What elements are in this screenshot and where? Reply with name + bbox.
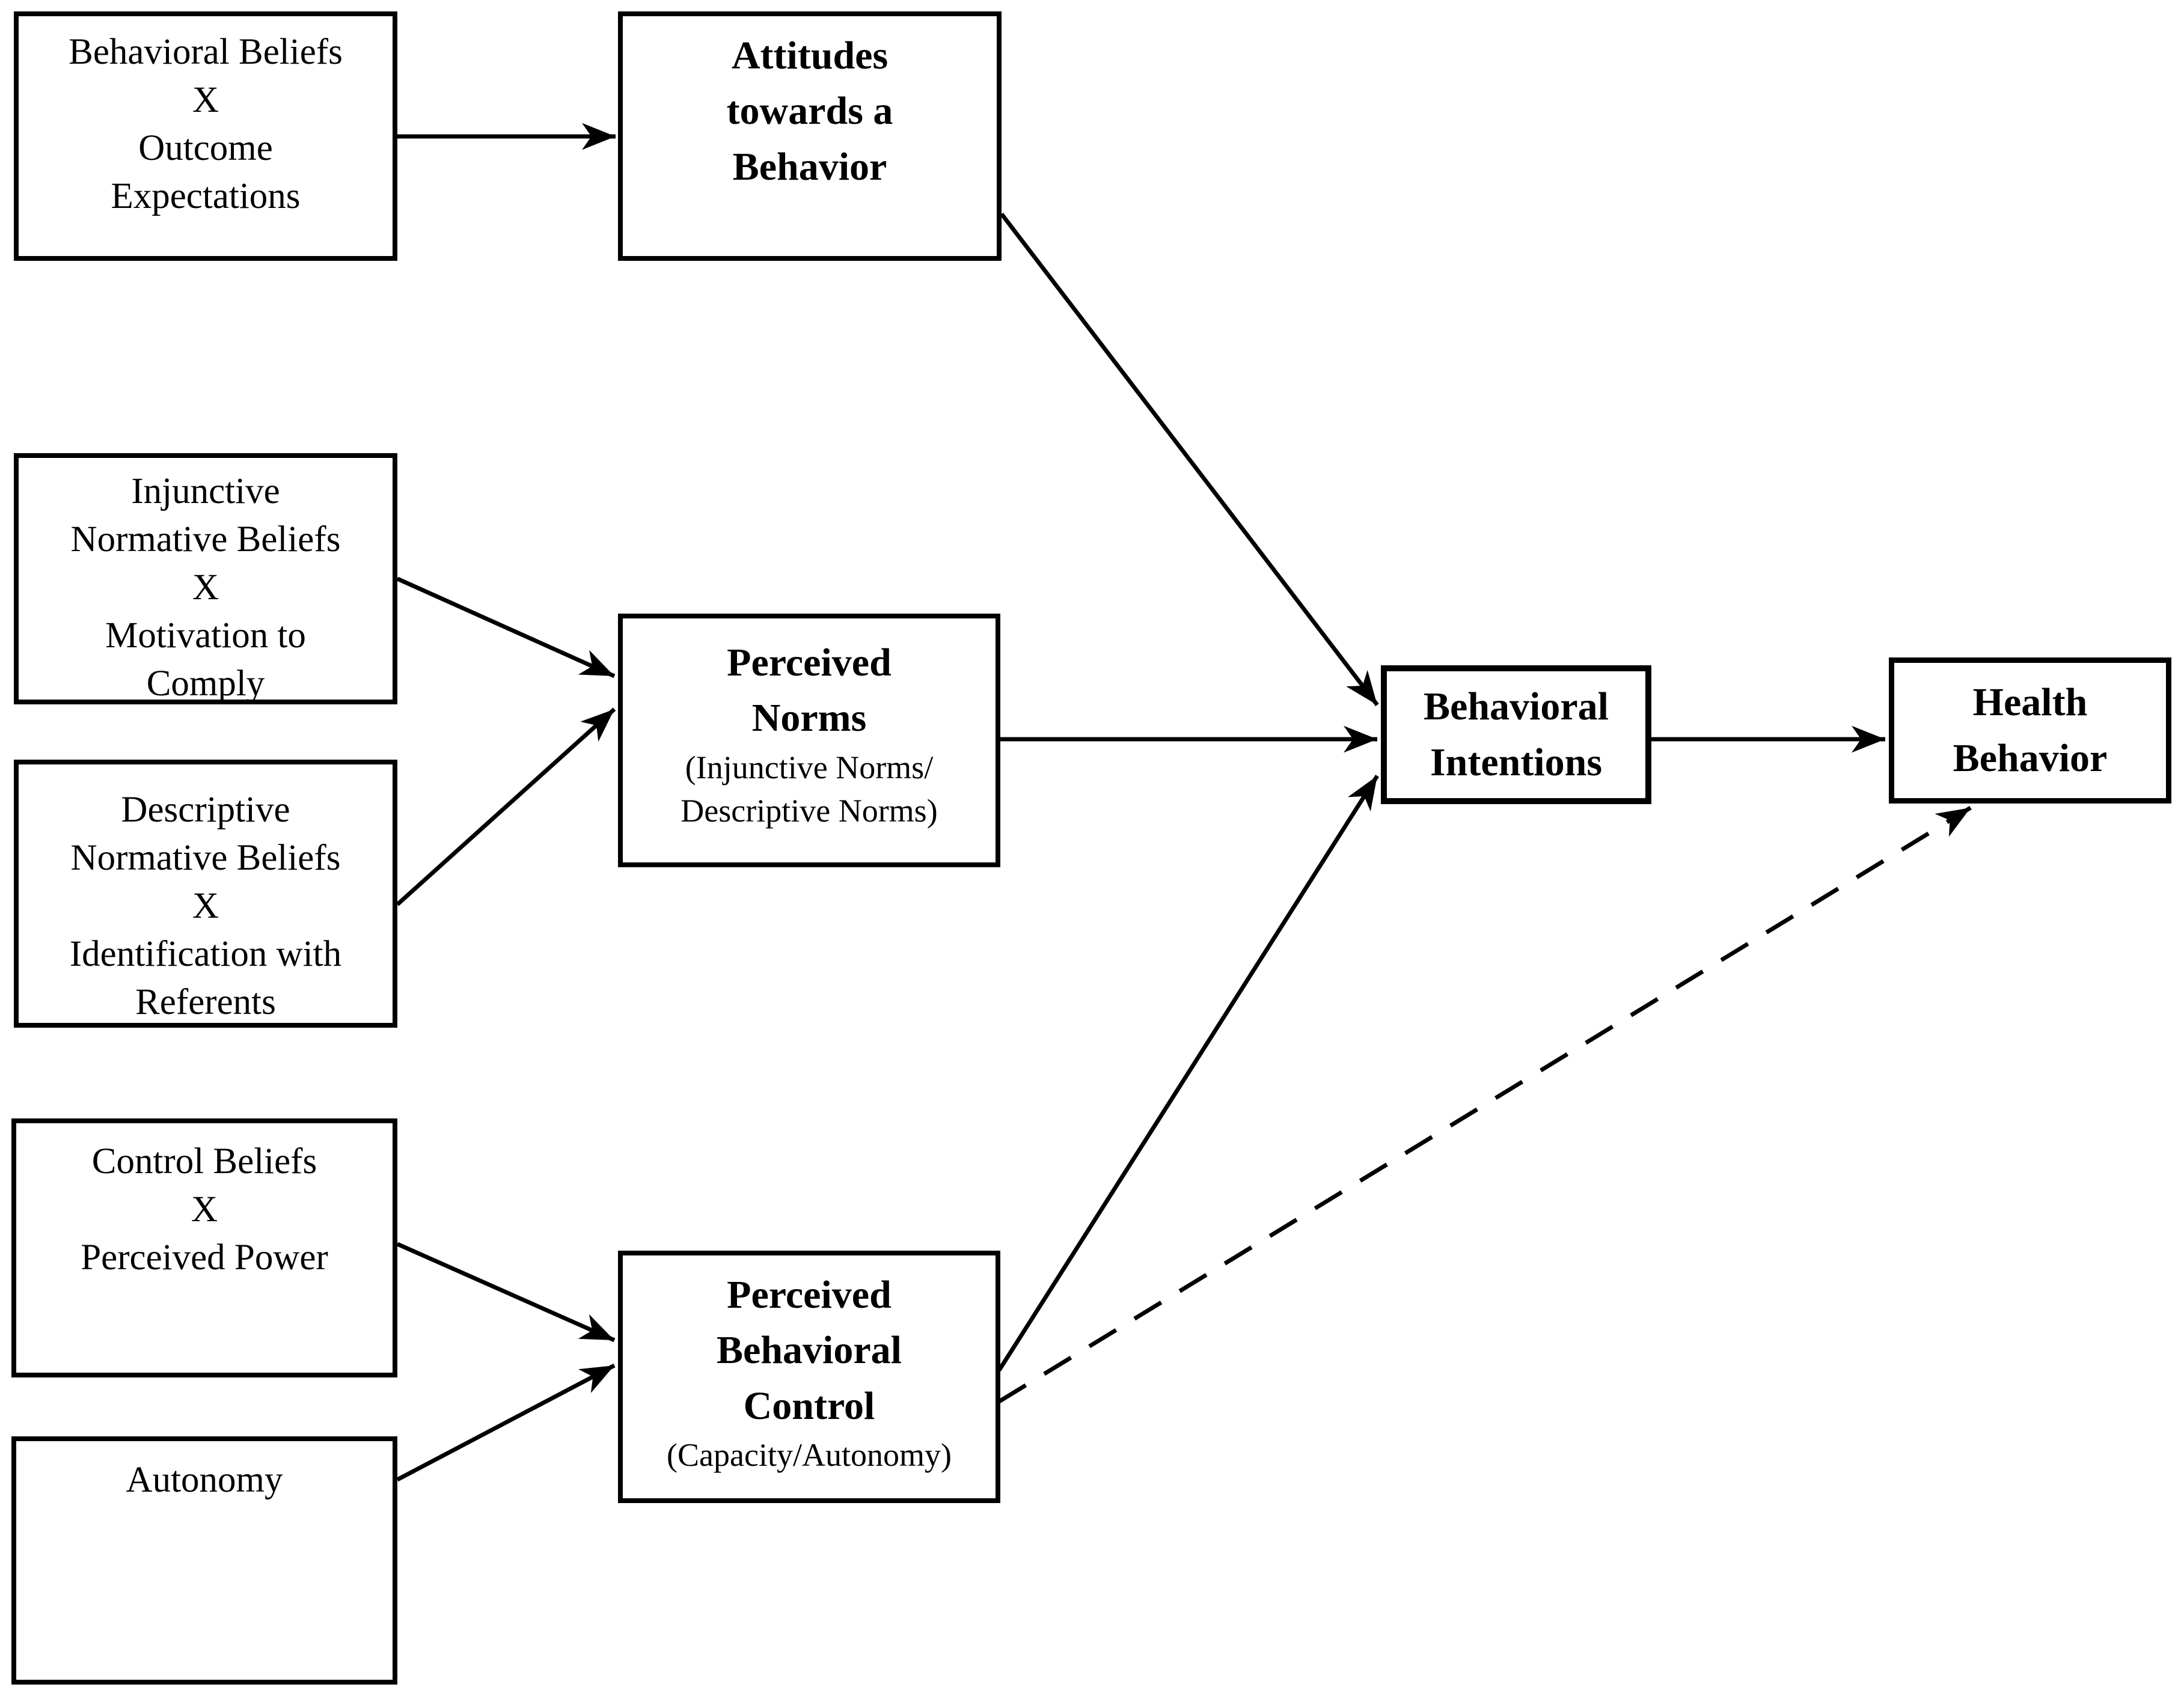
node-descriptive-label: Descriptive Normative Beliefs X Identifi… <box>69 790 342 1022</box>
edge-attitudes-to-behavioral-intentions <box>1000 212 1379 707</box>
node-perceived-norms-title: Perceived Norms <box>727 641 892 740</box>
node-health-behavior-label: Health Behavior <box>1953 680 2108 780</box>
node-injunctive-label: Injunctive Normative Beliefs X Motivatio… <box>70 471 341 704</box>
edge-injunctive-to-perceived-norms <box>396 576 616 679</box>
edge-control-beliefs-to-perceived-behavioral-control <box>396 1242 616 1343</box>
edge-autonomy-to-perceived-behavioral-control <box>396 1363 616 1482</box>
node-control-beliefs: Control Beliefs X Perceived Power <box>11 1118 397 1377</box>
node-perceived-behavioral-control: Perceived Behavioral Control (Capacity/A… <box>618 1251 1000 1503</box>
node-attitudes-label: Attitudes towards a Behavior <box>726 34 893 189</box>
node-behavioral-intentions: Behavioral Intentions <box>1381 665 1651 804</box>
node-pbc-subtitle: (Capacity/Autonomy) <box>667 1437 952 1474</box>
node-pbc-title: Perceived Behavioral Control <box>717 1273 902 1428</box>
node-behavioral-intentions-label: Behavioral Intentions <box>1424 685 1609 784</box>
node-attitudes-towards-behavior: Attitudes towards a Behavior <box>618 11 1002 261</box>
node-control-beliefs-label: Control Beliefs X Perceived Power <box>81 1141 328 1278</box>
edge-perceived-behavioral-control-to-behavioral-intentions <box>997 775 1379 1371</box>
edge-perceived-behavioral-control-to-health-behavior <box>998 806 1972 1403</box>
node-behavioral-beliefs-label: Behavioral Beliefs X Outcome Expectation… <box>69 32 343 216</box>
node-autonomy-label: Autonomy <box>126 1460 283 1500</box>
node-perceived-norms-subtitle: (Injunctive Norms/ Descriptive Norms) <box>681 749 938 829</box>
node-injunctive-normative-beliefs: Injunctive Normative Beliefs X Motivatio… <box>14 453 397 704</box>
node-autonomy: Autonomy <box>11 1436 397 1685</box>
edge-descriptive-to-perceived-norms <box>396 707 616 906</box>
node-perceived-norms: Perceived Norms (Injunctive Norms/ Descr… <box>618 614 1000 867</box>
node-behavioral-beliefs: Behavioral Beliefs X Outcome Expectation… <box>14 11 397 261</box>
node-descriptive-normative-beliefs: Descriptive Normative Beliefs X Identifi… <box>14 760 397 1028</box>
node-health-behavior: Health Behavior <box>1889 657 2171 804</box>
